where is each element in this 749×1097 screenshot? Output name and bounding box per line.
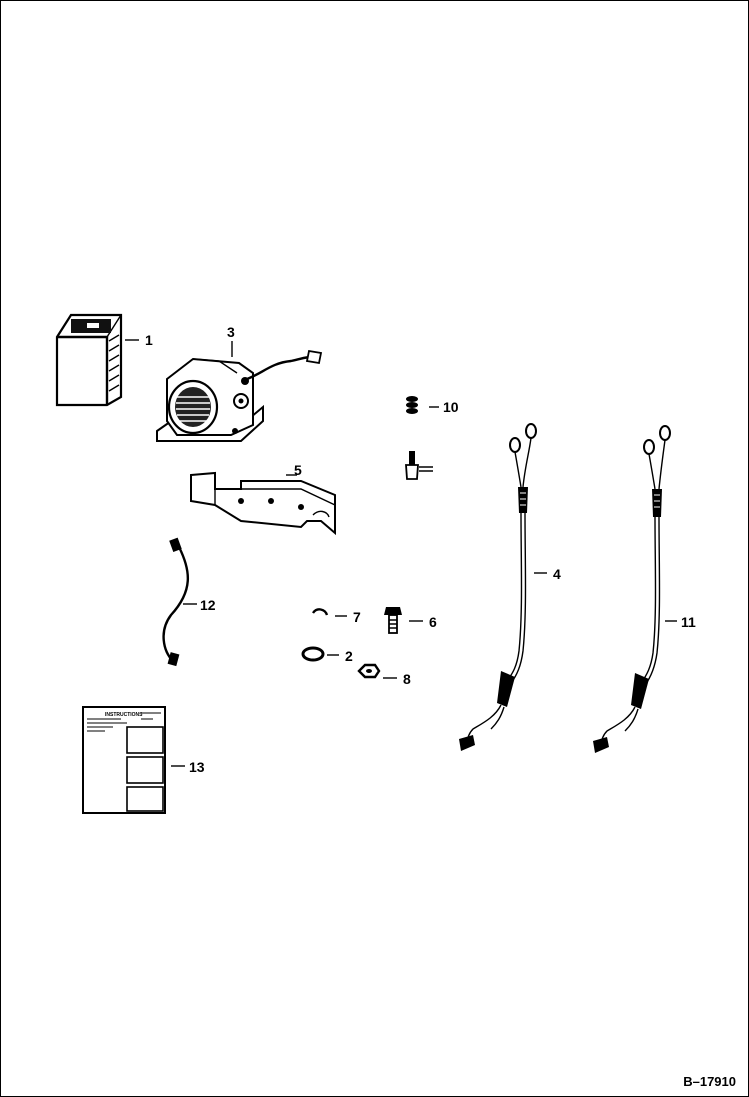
callout-10: 10: [443, 399, 459, 415]
callout-1: 1: [145, 332, 153, 348]
part-10-spring: [406, 396, 418, 414]
part-6-bolt: [384, 607, 402, 634]
part-13-instruction-sheet: INSTRUCTIONS: [82, 706, 166, 814]
part-7-lock-washer: [312, 608, 329, 616]
part-1-module: [55, 313, 123, 407]
part-stud: [405, 451, 433, 480]
figure-number: B–17910: [683, 1074, 736, 1089]
instruction-sheet-heading: INSTRUCTIONS: [105, 712, 143, 718]
part-3-backup-alarm: [156, 349, 323, 442]
callout-6: 6: [429, 614, 437, 630]
part-5-bracket: [190, 471, 336, 536]
callout-11: 11: [681, 614, 696, 630]
part-11-wire-harness: [593, 425, 671, 753]
callout-2: 2: [345, 648, 353, 664]
callout-13: 13: [189, 759, 205, 775]
callout-4: 4: [553, 566, 561, 582]
callout-3: 3: [227, 324, 235, 340]
callout-8: 8: [403, 671, 411, 687]
callout-5: 5: [294, 462, 302, 478]
callout-12: 12: [200, 597, 216, 613]
part-2-washer: [301, 646, 325, 662]
callout-7: 7: [353, 609, 361, 625]
part-4-wire-harness: [459, 423, 537, 751]
part-12-jumper-wire: [162, 537, 190, 667]
part-8-nut: [357, 663, 381, 679]
